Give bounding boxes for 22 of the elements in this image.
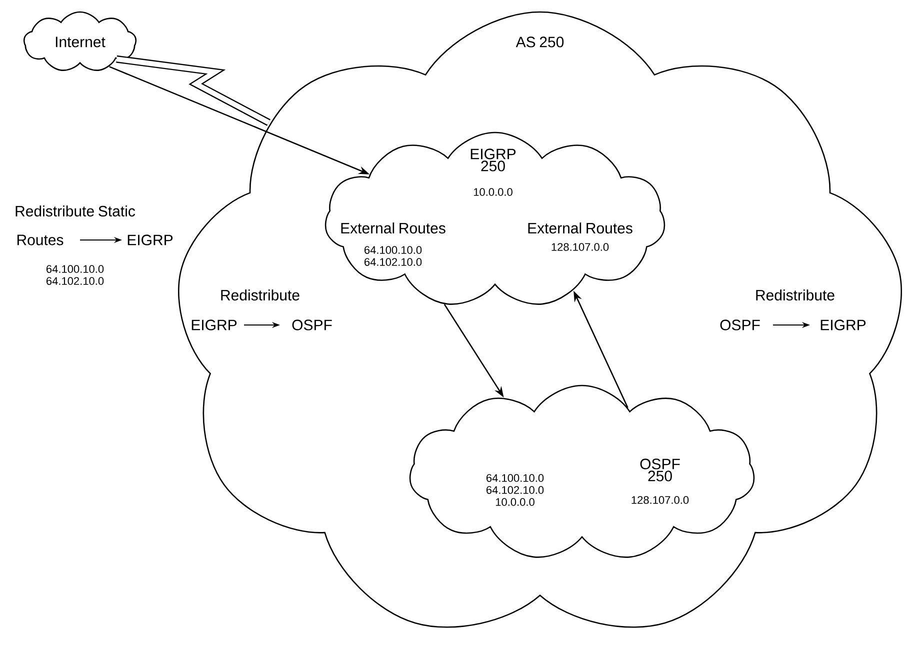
annotation: Redistribute Static	[16, 206, 136, 216]
address-list: 64.100.10.0 64.102.10.0	[364, 246, 422, 266]
annotation: Redistribute	[756, 289, 834, 300]
network-label: EIGRP 250	[470, 148, 516, 172]
annotation: OSPF	[720, 320, 760, 330]
serial-link	[116, 55, 270, 126]
annotation: EIGRP	[192, 320, 237, 330]
annotation: Redistribute	[221, 289, 300, 300]
annotation: EIGRP	[128, 234, 173, 246]
address-list: 64.100.10.0 64.102.10.0 10.0.0.0	[486, 474, 544, 506]
address-list: 128.107.0.0	[552, 243, 609, 251]
address-list: 128.107.0.0	[632, 496, 689, 504]
annotation: 64.100.10.0 64.102.10.0	[46, 265, 104, 285]
network-label: OSPF 250	[640, 458, 680, 482]
annotation: OSPF	[292, 320, 332, 330]
network-label: External Routes	[528, 222, 632, 234]
network-label: External Routes	[341, 222, 446, 234]
address-list: 10.0.0.0	[474, 188, 512, 196]
annotation: EIGRP	[820, 320, 866, 330]
network-label: Internet	[56, 36, 106, 48]
annotation: Routes	[17, 234, 64, 246]
network-label: AS 250	[516, 36, 564, 48]
